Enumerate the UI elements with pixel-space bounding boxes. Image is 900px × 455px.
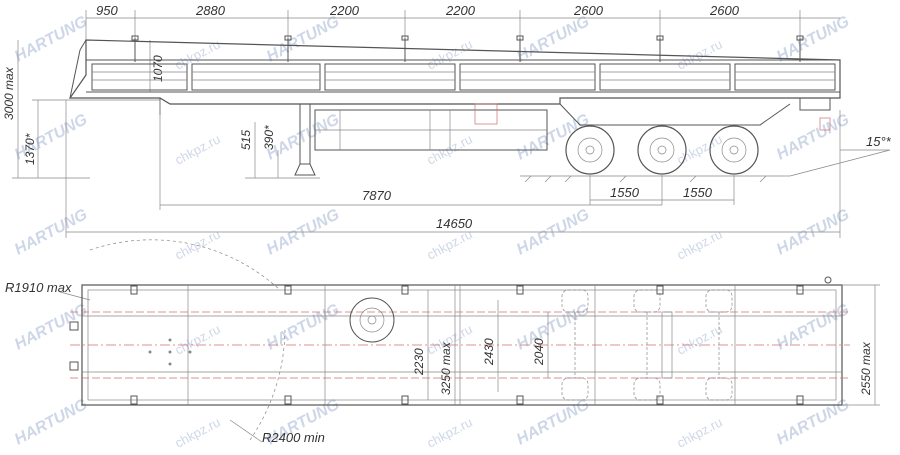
dim-2550-max: 2550 max [859,341,873,396]
top-dimension-chain: 950 2880 2200 2200 2600 2600 [85,3,840,60]
dim-2040: 2040 [532,338,546,366]
watermark-url: chkpz.ru [424,36,474,72]
r2400-label: R2400 min [262,430,325,445]
dim-3000-max: 3000 max [2,66,16,120]
side-view: 950 2880 2200 2200 2600 2600 3000 max 13… [2,3,892,238]
chassis [159,97,831,176]
watermark-url: chkpz.ru [172,131,222,167]
watermark-url: chkpz.ru [172,414,222,450]
watermark-brand: HARTUNG [514,301,592,353]
r1910-label: R1910 max [5,280,72,295]
dim-2600-a: 2600 [573,3,604,18]
watermark-brand: HARTUNG [514,396,592,448]
dim-950: 950 [96,3,118,18]
dim-2230: 2230 [412,348,426,376]
watermark-url: chkpz.ru [674,414,724,450]
cross-members [187,285,736,405]
dim-angle-15: 15°* [866,134,892,149]
dim-3250-max: 3250 max [439,341,453,395]
platform-body [68,35,841,105]
rear-marker [824,276,832,284]
watermark-brand: HARTUNG [774,13,852,65]
watermark-brand: HARTUNG [774,301,852,353]
dim-1550-a: 1550 [610,185,640,200]
wheels [520,125,790,183]
watermark-url: chkpz.ru [674,36,724,72]
watermark-brand: HARTUNG [774,396,852,448]
watermark-url: chkpz.ru [674,321,724,357]
watermark-url: chkpz.ru [424,131,474,167]
axle-group [561,289,733,401]
watermark-brand: HARTUNG [514,13,592,65]
dim-1550-b: 1550 [683,185,713,200]
watermark-brand: HARTUNG [514,111,592,163]
watermark-brand: HARTUNG [12,396,90,448]
watermark-brand: HARTUNG [774,111,852,163]
dim-1370: 1370* [23,133,37,165]
watermark-url: chkpz.ru [424,414,474,450]
dim-2880: 2880 [195,3,226,18]
front-light [69,361,79,371]
front-light [69,321,79,331]
dim-2200-b: 2200 [445,3,476,18]
dim-515: 515 [239,130,253,150]
watermark-url: chkpz.ru [172,36,222,72]
dim-14650: 14650 [436,216,473,231]
watermark-url: chkpz.ru [172,321,222,357]
dim-7870: 7870 [362,188,392,203]
dim-1070: 1070 [151,55,165,82]
dim-390: 390* [262,125,276,150]
watermark-brand: HARTUNG [264,13,342,65]
height-dimensions: 3000 max 1370* 1070 515 390* [2,40,320,179]
top-view: R1910 max R2400 min [5,239,880,445]
width-dimensions: 2230 3250 max 2430 2040 2550 max [412,284,880,406]
watermark-brand: HARTUNG [264,301,342,353]
dim-2200-a: 2200 [329,3,360,18]
kingpin-holes [148,338,192,366]
bottom-dimensions: 7870 1550 1550 14650 [65,100,841,238]
dim-2430: 2430 [482,338,496,366]
spare-wheel [349,297,395,343]
dim-2600-b: 2600 [709,3,740,18]
